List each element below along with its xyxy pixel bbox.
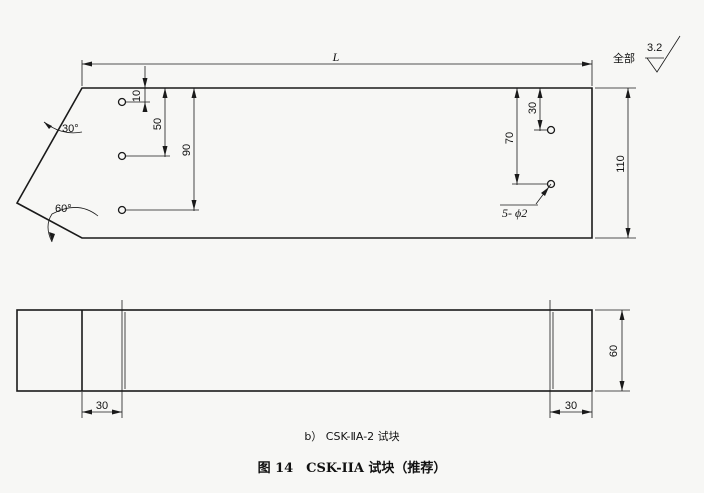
dim-30-label: 30 (527, 102, 539, 114)
side-30-left-label: 30 (96, 400, 108, 412)
sub-caption: b） CSK-ⅡA-2 试块 (304, 430, 399, 443)
dim-thickness-60: 60 (595, 309, 630, 392)
side-view: 30 30 60 (16, 300, 630, 418)
hole-2 (117, 151, 127, 161)
hole-3 (117, 205, 127, 215)
side-30-right-label: 30 (565, 400, 577, 412)
block-outline (15, 87, 593, 239)
holes-label: 5- ϕ2 (502, 206, 527, 220)
dim-hole-70: 70 (504, 88, 547, 185)
angle-60: 60° (47, 203, 99, 243)
dim-hole-90: 90 (126, 88, 199, 211)
hole-4 (546, 125, 556, 135)
hole-1 (117, 97, 127, 107)
dim-hole-30: 30 (527, 88, 547, 131)
angle-60-label: 60° (55, 203, 72, 215)
roughness-symbol: 全部 3.2 (613, 35, 681, 73)
side-outline (16, 309, 593, 392)
dim-10-label: 10 (131, 90, 143, 102)
top-view: L 10 50 90 3 (15, 50, 636, 243)
angle-30-label: 30° (62, 123, 79, 135)
dim-110-label: 110 (615, 155, 627, 173)
dim-side-30-left: 30 (81, 392, 123, 418)
dim-hole-10: 10 (126, 66, 150, 112)
dim-70-label: 70 (504, 132, 516, 144)
dim-length: L (81, 50, 593, 86)
roughness-label: 全部 (613, 51, 635, 65)
dim-90-label: 90 (181, 144, 193, 156)
roughness-value: 3.2 (647, 42, 662, 54)
dim-side-30-right: 30 (549, 392, 593, 418)
angle-30: 30° (43, 121, 83, 135)
figure-caption: 图 14 CSK-IIA 试块（推荐） (258, 460, 447, 476)
length-label: L (332, 50, 340, 64)
dim-hole-50: 50 (126, 88, 170, 157)
dim-height-110: 110 (595, 87, 636, 239)
holes-callout: 5- ϕ2 (500, 183, 552, 220)
dim-50-label: 50 (152, 118, 164, 130)
dim-60-label: 60 (608, 345, 620, 357)
